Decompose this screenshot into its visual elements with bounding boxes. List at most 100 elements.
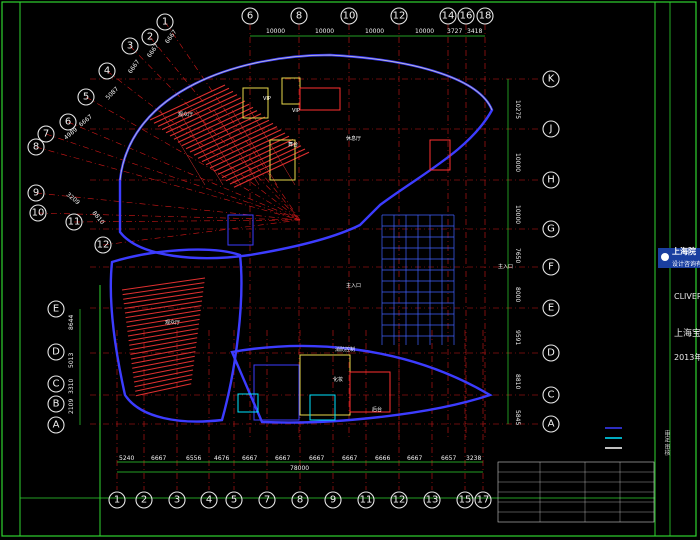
radial-dimension: 8810 [90, 210, 105, 226]
grid-bubble-bottom-3: 3 [168, 491, 186, 509]
bottom-dimension: 6667 [242, 455, 257, 462]
grid-bubble-top-16: 16 [457, 7, 475, 25]
left-dimension: 8644 [68, 315, 75, 330]
grid-bubble-bottom-13: 13 [423, 491, 441, 509]
svg-text:A: A [53, 420, 60, 431]
svg-text:G: G [547, 224, 555, 235]
svg-text:2: 2 [147, 32, 153, 43]
grid-bubble-left-D: D [47, 343, 65, 361]
right-dimension: 9591 [514, 330, 521, 345]
grid-bubble-radial-10: 10 [29, 204, 47, 222]
grid-bubble-right-E: E [542, 299, 560, 317]
right-dimension: 8810 [514, 374, 521, 389]
grid-bubble-right-F: F [542, 258, 560, 276]
bottom-dimension: 6666 [375, 455, 390, 462]
grid-bubble-bottom-2: 2 [135, 491, 153, 509]
room-label: 主入口 [346, 282, 361, 289]
room-label: 观众厅 [165, 320, 180, 326]
legend-table [497, 461, 655, 523]
radial-dimension: 3209 [65, 191, 81, 206]
room-label: VIP [263, 96, 271, 102]
grid-bubble-left-B: B [47, 395, 65, 413]
grid-bubble-bottom-12: 12 [390, 491, 408, 509]
grid-bubble-radial-11: 11 [65, 213, 83, 231]
west-hall-outline [109, 248, 243, 423]
title-block-logo-band [658, 248, 700, 268]
grid-bubble-left-A: A [47, 416, 65, 434]
grid-bubble-bottom-9: 9 [324, 491, 342, 509]
north-hall-inner-line [119, 54, 493, 181]
grid-bubble-radial-8: 8 [27, 138, 45, 156]
right-dimension: 10275 [514, 100, 521, 119]
svg-text:12: 12 [393, 11, 406, 22]
grid-bubble-top-8: 8 [290, 7, 308, 25]
top-dimension: 10000 [266, 28, 285, 35]
svg-text:1: 1 [114, 495, 120, 506]
grid-bubble-bottom-1: 1 [108, 491, 126, 509]
svg-text:12: 12 [97, 240, 110, 251]
south-hall-outline [230, 344, 493, 424]
svg-text:12: 12 [393, 495, 406, 506]
project-name-cn: 上海宝 [674, 329, 700, 339]
svg-text:6: 6 [247, 11, 253, 22]
bottom-dimension: 6667 [275, 455, 290, 462]
grid-bubble-right-H: H [542, 171, 560, 189]
grid-bubble-bottom-11: 11 [357, 491, 375, 509]
svg-text:F: F [548, 262, 554, 273]
company-line: 设计咨询有限公司 [672, 261, 700, 268]
grid-bubble-bottom-15: 15 [456, 491, 474, 509]
west-seating-block [121, 277, 206, 397]
line-legend [605, 427, 622, 449]
svg-text:J: J [549, 124, 553, 135]
svg-text:5: 5 [231, 495, 237, 506]
north-hall-outline [118, 53, 494, 260]
svg-text:14: 14 [442, 11, 455, 22]
grid-bubble-right-K: K [542, 70, 560, 88]
svg-text:A: A [548, 419, 555, 430]
room-label: 舞台 [288, 141, 298, 148]
svg-text:15: 15 [459, 495, 472, 506]
bottom-dimension: 6556 [186, 455, 201, 462]
room-details [227, 77, 451, 421]
grid-bubble-radial-7: 7 [37, 125, 55, 143]
svg-text:10: 10 [32, 208, 45, 219]
top-dimension: 10000 [365, 28, 384, 35]
bottom-dimension: 5240 [119, 455, 134, 462]
svg-text:4: 4 [104, 66, 110, 77]
svg-text:7: 7 [43, 129, 49, 140]
svg-text:18: 18 [479, 11, 492, 22]
svg-text:E: E [548, 303, 554, 314]
right-dimension: 10000 [514, 205, 521, 224]
radial-dimension: 6667 [164, 28, 179, 45]
org-logo [661, 253, 669, 261]
radial-dimension: 4989 [63, 126, 79, 141]
svg-text:C: C [53, 379, 60, 390]
svg-text:9: 9 [33, 188, 39, 199]
bottom-dimension: 6657 [441, 455, 456, 462]
north-seating-block [149, 84, 310, 188]
grid-bubble-left-E: E [47, 300, 65, 318]
room-label: 化妆 [333, 376, 343, 383]
svg-text:2: 2 [141, 495, 147, 506]
grid-bubble-bottom-4: 4 [200, 491, 218, 509]
svg-text:4: 4 [206, 495, 212, 506]
grid-bubble-top-14: 14 [439, 7, 457, 25]
svg-text:10: 10 [343, 11, 356, 22]
grid-bubble-top-12: 12 [390, 7, 408, 25]
svg-text:8: 8 [297, 495, 303, 506]
room-label: 后台 [372, 406, 382, 413]
left-dimension: 2109 [68, 399, 75, 414]
svg-text:K: K [548, 74, 555, 85]
grid-bubble-top-10: 10 [340, 7, 358, 25]
left-dimension: 3310 [68, 379, 75, 394]
grid-bubble-right-C: C [542, 386, 560, 404]
svg-text:17: 17 [477, 495, 490, 506]
svg-text:7: 7 [264, 495, 270, 506]
org-name: 上海院 [672, 247, 696, 256]
grid-bubble-radial-5: 5 [77, 88, 95, 106]
grid-bubble-left-C: C [47, 375, 65, 393]
svg-text:3: 3 [127, 41, 133, 52]
room-label: 休息厅 [346, 135, 361, 142]
